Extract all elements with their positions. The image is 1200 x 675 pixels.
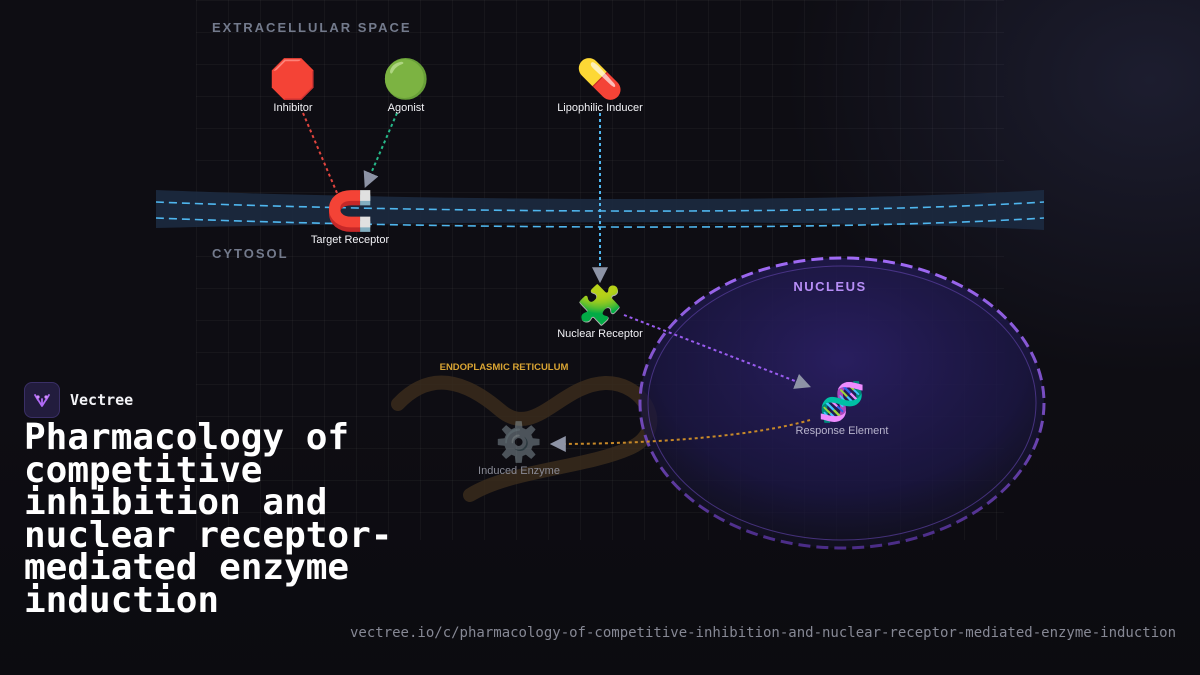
nucleus-shape	[638, 256, 1046, 550]
nuclear-receptor-to-response-element-arrow	[623, 314, 811, 389]
induced-enzyme-node: ⚙️ Induced Enzyme	[449, 419, 589, 477]
cytosol-label: CYTOSOL	[212, 246, 289, 261]
response-element-node: 🧬 Response Element	[772, 379, 912, 437]
puzzle-piece-icon: 🧩	[576, 283, 624, 327]
gear-icon: ⚙️	[495, 420, 543, 464]
agonist-node: 🟢 Agonist	[336, 56, 476, 114]
vectree-logo-icon	[24, 382, 60, 418]
induced-enzyme-label: Induced Enzyme	[478, 465, 560, 477]
endoplasmic-reticulum-shape	[391, 375, 658, 502]
nuclear-receptor-label: Nuclear Receptor	[557, 328, 643, 340]
magnet-icon: 🧲	[326, 189, 374, 233]
response-element-to-enzyme-arrow	[549, 419, 811, 452]
inhibitor-label: Inhibitor	[273, 102, 313, 114]
lipophilic-inducer-node: 💊 Lipophilic Inducer	[530, 56, 670, 114]
target-receptor-node: 🧲 Target Receptor	[280, 188, 420, 246]
green-circle-icon: 🟢	[382, 57, 430, 101]
target-receptor-label: Target Receptor	[310, 234, 390, 246]
nucleus-inner-ring	[647, 265, 1037, 541]
inhibitor-node: 🛑 Inhibitor	[223, 56, 363, 114]
agonist-to-receptor-arrow	[363, 112, 398, 188]
nucleus-label: NUCLEUS	[793, 279, 867, 294]
extracellular-space-label: EXTRACELLULAR SPACE	[212, 20, 412, 35]
brand-name: Vectree	[70, 391, 134, 409]
inhibitor-to-receptor-arrow	[302, 112, 338, 194]
endoplasmic-reticulum-label: ENDOPLASMIC RETICULUM	[439, 362, 569, 373]
response-element-label: Response Element	[795, 425, 889, 437]
page-url[interactable]: vectree.io/c/pharmacology-of-competitive…	[349, 625, 1176, 641]
dna-icon: 🧬	[818, 380, 866, 424]
brand[interactable]: Vectree	[24, 382, 133, 418]
page-title: Pharmacology of competitive inhibition a…	[24, 417, 393, 621]
lipophilic-inducer-label: Lipophilic Inducer	[557, 102, 643, 114]
agonist-label: Agonist	[387, 102, 425, 114]
pill-icon: 💊	[576, 57, 624, 101]
nuclear-receptor-node: 🧩 Nuclear Receptor	[530, 282, 670, 340]
stop-sign-icon: 🛑	[269, 57, 317, 101]
